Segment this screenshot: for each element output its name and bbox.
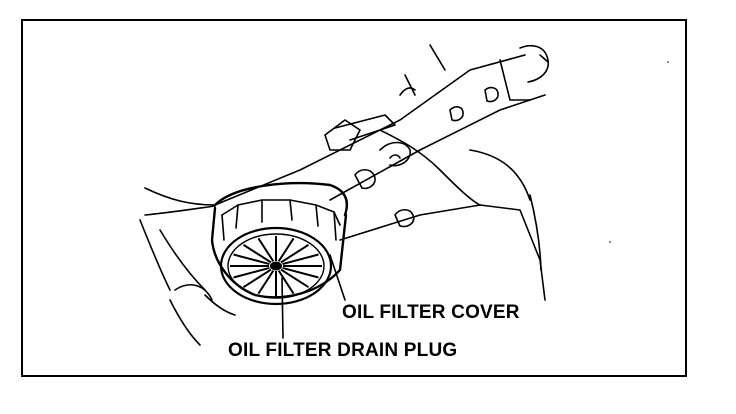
drain-plug-rib — [233, 253, 270, 266]
cover-leader-line — [329, 254, 346, 301]
drain-plug-rib — [282, 266, 319, 279]
drain-plug-rib — [242, 268, 272, 289]
leader-lines — [281, 254, 346, 339]
plug-leader-line — [281, 277, 284, 339]
diagram-frame — [21, 19, 687, 377]
drain-plug-rib — [282, 253, 319, 266]
drain-plug-rib — [242, 243, 272, 264]
drain-plug-rib — [277, 237, 295, 262]
drain-plug-rib — [280, 268, 310, 289]
drain-plug-rib — [277, 270, 295, 295]
drain-plug-rib — [280, 243, 310, 264]
drain-plug-rib — [233, 266, 270, 279]
oil-filter-drain-plug — [219, 226, 333, 306]
oil-filter-drain-plug-label: OIL FILTER DRAIN PLUG — [228, 340, 458, 361]
drain-plug-rib — [257, 237, 275, 262]
drain-plug-rib — [257, 270, 275, 295]
engine-block — [139, 44, 550, 346]
oil-filter-cover-label: OIL FILTER COVER — [342, 302, 520, 323]
